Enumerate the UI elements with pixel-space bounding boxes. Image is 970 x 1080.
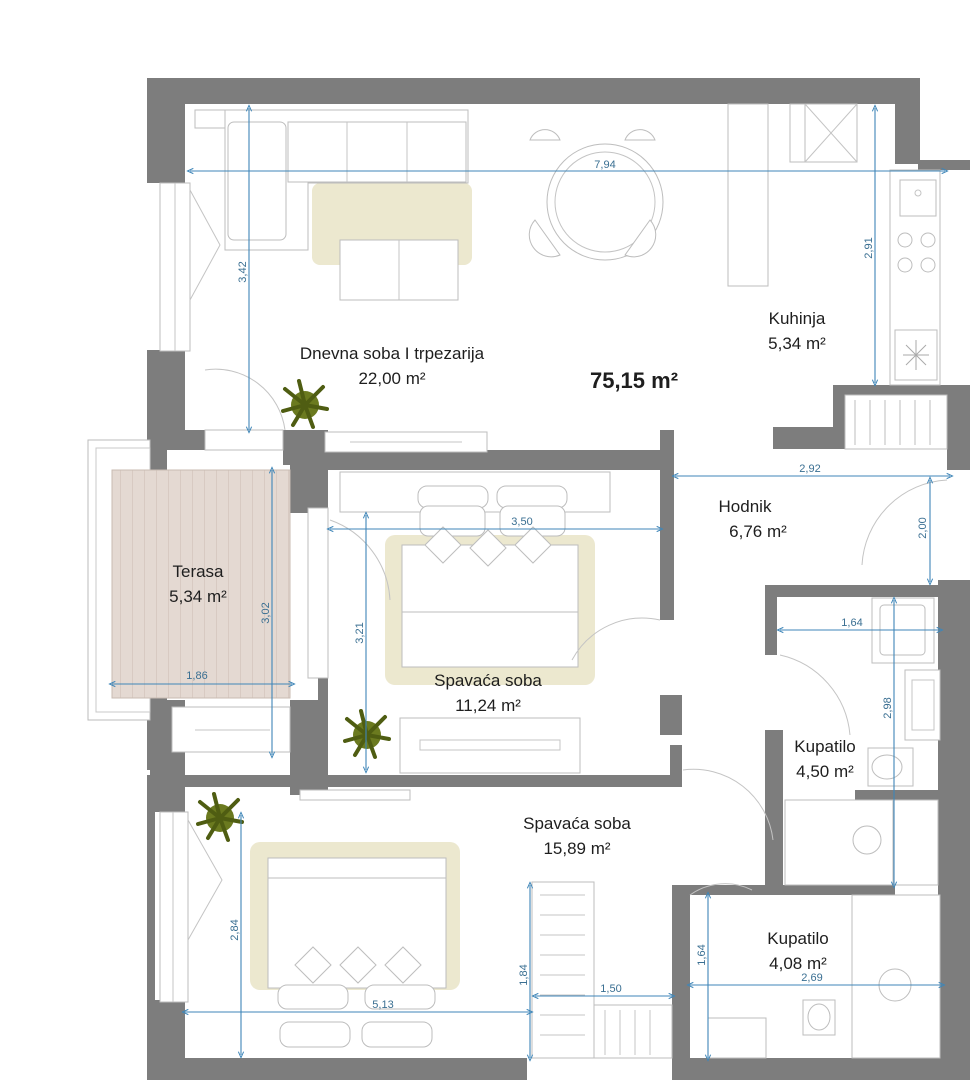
room-area-bath2: 4,08 m² [769,954,827,973]
room-area-kitchen: 5,34 m² [768,334,826,353]
dim-hall-width: 2,92 [799,463,820,475]
dim-bed2-height: 2,84 [229,919,241,940]
dim-living-width: 7,94 [594,159,615,171]
bath2-fixtures [689,883,941,1059]
room-area-terrace: 5,34 m² [169,587,227,606]
room-area-bedroom1: 11,24 m² [455,696,521,715]
dim-bath2-width: 2,69 [801,972,822,984]
dim-bath2-height: 1,64 [696,944,708,965]
plant-icon [343,709,391,759]
living-furniture [194,109,664,453]
dim-bath1-height: 2,98 [882,697,894,718]
plant-icon [281,379,329,429]
dim-kitchen-height: 2,91 [863,237,875,258]
hall-bath1-fixtures [682,479,948,886]
terrace [87,439,291,721]
room-area-bedroom2: 15,89 m² [543,839,610,858]
total-area: 75,15 m² [590,368,678,393]
bedroom1-furniture [329,471,661,774]
dim-bed1-height: 3,21 [354,622,366,643]
dim-bed2-width: 5,13 [372,999,393,1011]
dim-hall-height: 2,00 [917,517,929,538]
walls [147,78,970,1080]
dim-closet-width: 1,50 [600,983,621,995]
room-area-hall: 6,76 m² [729,522,787,541]
room-name-kitchen: Kuhinja [769,309,826,328]
dim-bed1-width: 3,50 [511,516,532,528]
dim-terrace-width: 1,86 [186,670,207,682]
kitchen-units [727,103,948,450]
room-name-bedroom2: Spavaća soba [523,814,631,833]
dim-bath1-width: 1,64 [841,617,862,629]
snowflake-icon [903,340,929,370]
room-area-living: 22,00 m² [358,369,425,388]
room-name-bath2: Kupatilo [767,929,828,948]
room-name-bedroom1: Spavaća soba [434,671,542,690]
dimension-lines [112,108,950,1058]
dim-closet-height: 1,84 [518,964,530,985]
room-name-living: Dnevna soba I trpezarija [300,344,485,363]
room-name-hall: Hodnik [719,497,772,516]
plant-icon [196,792,244,842]
dim-terrace-height: 3,02 [260,602,272,623]
room-name-terrace: Terasa [172,562,224,581]
room-name-bath1: Kupatilo [794,737,855,756]
room-area-bath1: 4,50 m² [796,762,854,781]
dim-living-height: 3,42 [237,261,249,282]
bedroom2-furniture [250,789,673,1059]
